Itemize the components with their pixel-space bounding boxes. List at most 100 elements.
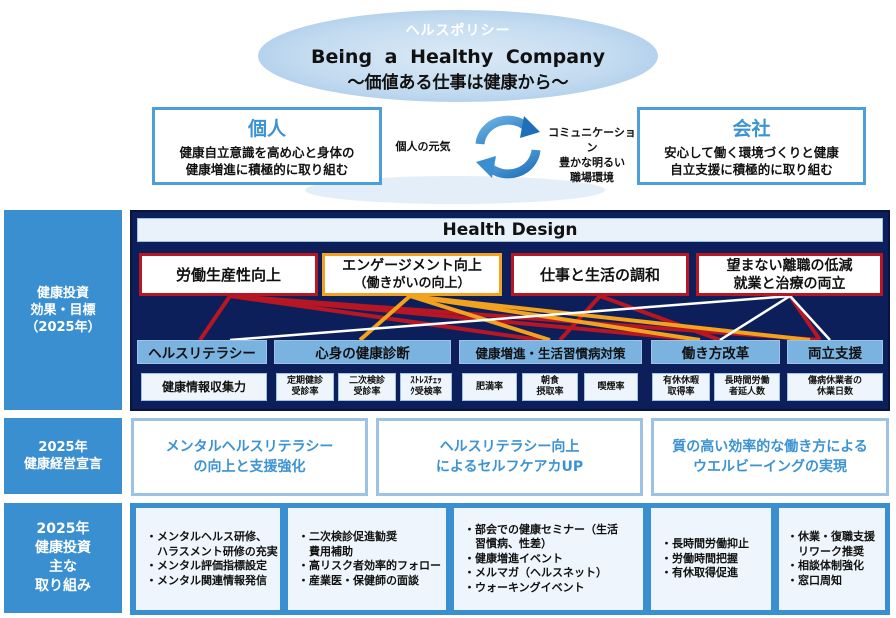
workplace-environment-label: コミュニケーション 豊かな明るい 職場環境 xyxy=(548,125,636,185)
action-item: ・メンタルヘルス研修、 xyxy=(146,530,267,543)
kpi-stress-check-rate: ｽﾄﾚｽﾁｪｯ ｸ受検率 xyxy=(400,373,452,401)
category-health-promotion: 健康増進・生活習慣病対策 xyxy=(459,340,642,364)
goal-work-life-balance: 仕事と生活の調和 xyxy=(511,253,689,296)
side-label-line: 健康経営宣言 xyxy=(23,457,102,472)
goal-engagement: エンゲージメント向上 （働きがいの向上） xyxy=(322,253,502,296)
side-label-line: （2025年） xyxy=(25,319,101,335)
kpi-checkup-rate: 定期健診 受診率 xyxy=(276,373,334,401)
connector-line xyxy=(409,294,551,342)
action-box-mental: ・メンタルヘルス研修、 ハラスメント研修の充実 ・メンタル評価指標設定 ・メンタ… xyxy=(136,508,280,610)
kpi-sick-leave-days: 傷病休業者の 休業日数 xyxy=(787,373,883,401)
action-box-support: ・休業・復職支援 リワーク推奨 ・相談体制強化 ・窓口周知 xyxy=(779,508,885,610)
side-label-line: 取り組み xyxy=(35,578,91,594)
policy-tagline: ～価値ある仕事は健康から～ xyxy=(347,72,569,93)
kpi-line: 長時間労働 xyxy=(724,376,770,386)
goal-retention-treatment: 望まない離職の低減 就業と治療の両立 xyxy=(696,253,883,296)
declaration-line: の向上と支援強化 xyxy=(193,459,306,475)
action-item: ・ウォーキングイベント xyxy=(464,580,585,594)
kpi-obesity-rate: 肥満率 xyxy=(462,373,517,401)
action-item: ・相談体制強化 xyxy=(787,559,864,572)
action-item: ・長時間労働抑止 xyxy=(661,537,749,551)
side-label-line: 健康投資 xyxy=(36,285,89,301)
action-item: ・二次検診促進勧奨 xyxy=(298,530,397,543)
goal-line: 就業と治療の両立 xyxy=(733,275,846,292)
workplace-environment-line: コミュニケーション xyxy=(548,126,636,154)
kpi-line: 者延人数 xyxy=(728,387,765,397)
company-heading: 会社 xyxy=(732,118,771,140)
cycle-arrows-icon xyxy=(475,115,541,179)
kpi-long-hours-count: 長時間労働 者延人数 xyxy=(714,373,780,401)
side-label-line: 効果・目標 xyxy=(30,302,96,318)
action-item: 費用補助 xyxy=(298,544,353,558)
action-item: ・休業・復職支援 xyxy=(787,530,875,543)
goals-side-label: 健康投資 効果・目標 （2025年） xyxy=(4,210,122,410)
health-policy-ellipse: ヘルスポリシー Being a Healthy Company ～価値ある仕事は… xyxy=(258,10,658,102)
health-design-title: Health Design xyxy=(137,218,883,242)
kpi-line: 受診率 xyxy=(291,387,319,397)
kpi-line: 有休休暇 xyxy=(662,376,699,386)
kpi-line: ｸ受検率 xyxy=(410,387,442,397)
action-box-promotion: ・部会での健康セミナー（生活 習慣病、性差） ・健康増進イベント ・メルマガ（ヘ… xyxy=(454,508,643,610)
action-item: ・健康増進イベント xyxy=(464,551,563,565)
kpi-line: 傷病休業者の xyxy=(807,376,862,386)
action-item: ・有休取得促進 xyxy=(661,566,738,580)
individual-text-line: 健康自立意識を高め心と身体の xyxy=(179,145,355,160)
side-label-line: 健康投資 xyxy=(35,540,91,556)
workplace-environment-line: 職場環境 xyxy=(570,171,614,184)
action-item: ・産業医・保健師の面談 xyxy=(298,573,419,587)
connector-line xyxy=(358,294,412,342)
category-work-style-reform: 働き方改革 xyxy=(651,340,780,364)
company-text-line: 自立支援に積極的に取り組む xyxy=(670,162,833,177)
action-item: ・高リスク者効率的フォロー xyxy=(298,559,441,572)
company-text-line: 安心して働く環境づくりと健康 xyxy=(664,145,839,160)
declaration-line: によるセルフケアカUP xyxy=(435,459,584,475)
side-label-line: 2025年 xyxy=(38,440,88,455)
category-balance-support: 両立支援 xyxy=(787,340,883,364)
declaration-line: ウエルビーイングの実現 xyxy=(693,459,847,475)
actions-side-label: 2025年 健康投資 主な 取り組み xyxy=(4,503,122,613)
individual-box: 個人 健康自立意識を高め心と身体の 健康増進に積極的に取り組む xyxy=(152,107,382,185)
kpi-line: 受診率 xyxy=(353,387,381,397)
declaration-side-label: 2025年 健康経営宣言 xyxy=(4,418,122,494)
connector-line xyxy=(719,294,791,342)
connector-line xyxy=(599,294,721,342)
action-item: リワーク推奨 xyxy=(787,544,864,558)
kpi-line: 二次検診 xyxy=(348,376,385,386)
kpi-line: 取得率 xyxy=(667,387,695,397)
individual-text-line: 健康増進に積極的に取り組む xyxy=(185,162,349,177)
kpi-secondary-checkup-rate: 二次検診 受診率 xyxy=(338,373,396,401)
kpi-smoking-rate: 喫煙率 xyxy=(584,373,638,401)
declaration-mental-health: メンタルヘルスリテラシー の向上と支援強化 xyxy=(131,418,368,496)
policy-title: Being a Healthy Company xyxy=(311,45,605,68)
action-item: ・メンタル評価指標設定 xyxy=(146,559,267,572)
individual-heading: 個人 xyxy=(247,118,286,140)
kpi-line: ｽﾄﾚｽﾁｪｯ xyxy=(410,376,442,386)
connector-line xyxy=(409,294,701,342)
connector-line xyxy=(229,294,791,342)
declaration-wellbeing: 質の高い効率的な働き方による ウエルビーイングの実現 xyxy=(651,418,889,496)
connector-line xyxy=(198,294,232,342)
goal-line: （働きがいの向上） xyxy=(353,275,471,291)
individual-text: 健康自立意識を高め心と身体の 健康増進に積極的に取り組む xyxy=(179,144,354,178)
kpi-line: 定期健診 xyxy=(286,376,323,386)
side-label-line: 2025年 xyxy=(36,521,90,537)
side-label-line: 主な xyxy=(49,559,77,575)
declaration-self-care: ヘルスリテラシー向上 によるセルフケアカUP xyxy=(376,418,643,496)
kpi-line: 休業日数 xyxy=(816,387,853,397)
goal-labor-productivity: 労働生産性向上 xyxy=(139,253,318,296)
kpi-line: 摂取率 xyxy=(536,387,564,397)
connector-line xyxy=(789,295,831,341)
company-box: 会社 安心して働く環境づくりと健康 自立支援に積極的に取り組む xyxy=(637,107,866,185)
kpi-breakfast-rate: 朝食 摂取率 xyxy=(522,373,578,401)
company-text: 安心して働く環境づくりと健康 自立支援に積極的に取り組む xyxy=(664,144,839,178)
kpi-paid-leave-rate: 有休休暇 取得率 xyxy=(652,373,710,401)
policy-subtitle: ヘルスポリシー xyxy=(405,22,511,39)
action-item: ・部会での健康セミナー（生活 xyxy=(464,522,618,536)
declaration-line: ヘルスリテラシー向上 xyxy=(439,439,580,455)
declaration-line: メンタルヘルスリテラシー xyxy=(165,439,334,455)
category-health-literacy: ヘルスリテラシー xyxy=(137,340,267,364)
action-item: ・メルマガ（ヘルスネット） xyxy=(464,566,607,580)
workplace-environment-line: 豊かな明るい xyxy=(559,156,625,169)
action-item: ・窓口周知 xyxy=(787,573,842,587)
connector-line xyxy=(558,294,602,342)
